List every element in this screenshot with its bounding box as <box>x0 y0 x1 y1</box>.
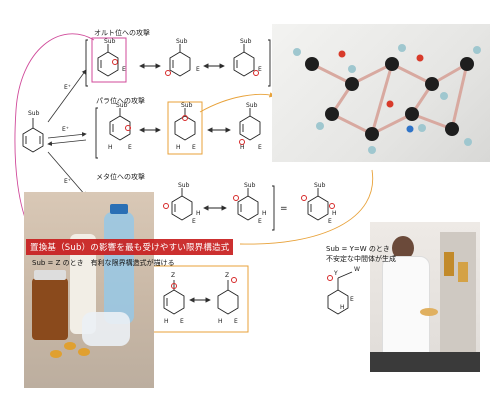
bottles-photo <box>24 192 154 388</box>
para-sub-3: Sub <box>246 102 258 109</box>
para-h-2: H <box>176 144 181 151</box>
meta-sub-3: Sub <box>314 182 326 189</box>
molecular-model-photo <box>272 24 490 162</box>
banner-limiting-structure: 置換基（Sub）の影響を最も受けやすい限界構造式 <box>26 239 234 255</box>
orange-connector-meta <box>239 169 374 245</box>
ortho-sub-2: Sub <box>176 38 188 45</box>
z-e-1: E <box>180 318 184 325</box>
yw-case-note: Sub = Y=W のとき <box>326 245 390 253</box>
meta-e-2: E <box>258 218 262 225</box>
para-e-1: E <box>128 144 132 151</box>
yw-e-label: E <box>350 296 354 303</box>
start-benzene <box>22 118 44 153</box>
z-e-2: E <box>234 318 238 325</box>
z-label-2: Z <box>225 272 230 279</box>
meta-e-3: E <box>328 218 332 225</box>
z-h-2: H <box>218 318 223 325</box>
meta-h-1: H <box>196 210 201 217</box>
meta-title: メタ位への攻撃 <box>96 173 145 181</box>
eplus-label-para: E⁺ <box>62 126 69 133</box>
pathway-arrows <box>47 69 87 197</box>
eplus-label-meta: E⁺ <box>64 178 71 185</box>
yw-y-label: Y <box>334 270 338 277</box>
para-charges <box>125 115 245 145</box>
ortho-sub-3: Sub <box>240 38 252 45</box>
para-row <box>95 101 261 159</box>
para-title: パラ位への攻撃 <box>96 97 145 105</box>
yw-charge <box>327 275 333 281</box>
z-case-note: Sub = Z のとき 有利な限界構造式が描ける <box>32 259 175 267</box>
equals-sign: = <box>280 204 288 214</box>
yw-case-note-2: 不安定な中間体が生成 <box>326 255 396 263</box>
para-sub-1: Sub <box>116 102 128 109</box>
lab-scientist-photo <box>370 222 480 372</box>
start-sub-label: Sub <box>28 110 40 117</box>
yw-h-label: H <box>340 304 345 311</box>
z-label-1: Z <box>171 272 176 279</box>
ortho-e-2: E <box>196 66 200 73</box>
ortho-title: オルト位への攻撃 <box>94 29 150 37</box>
yw-w-label: W <box>354 266 360 273</box>
para-h-3: H <box>240 144 245 151</box>
eplus-label-ortho: E⁺ <box>64 84 71 91</box>
para-sub-2: Sub <box>181 102 193 109</box>
ortho-charges <box>112 59 259 76</box>
para-e-3: E <box>258 144 262 151</box>
meta-sub-1: Sub <box>178 182 190 189</box>
meta-sub-2: Sub <box>244 182 256 189</box>
meta-charges <box>163 195 335 209</box>
para-e-2: E <box>192 144 196 151</box>
z-h-1: H <box>164 318 169 325</box>
para-h-1: H <box>108 144 113 151</box>
ortho-row <box>85 37 271 87</box>
meta-h-2: H <box>262 210 267 217</box>
meta-row <box>171 185 329 231</box>
meta-e-1: E <box>192 218 196 225</box>
ortho-sub-1: Sub <box>104 38 116 45</box>
orange-connector-para <box>199 92 275 113</box>
z-case-charges <box>171 277 237 289</box>
meta-h-3: H <box>332 210 337 217</box>
yw-structure <box>327 271 353 315</box>
pink-connector <box>14 33 95 231</box>
ortho-e-3: E <box>258 66 262 73</box>
ortho-e-1: E <box>122 66 126 73</box>
